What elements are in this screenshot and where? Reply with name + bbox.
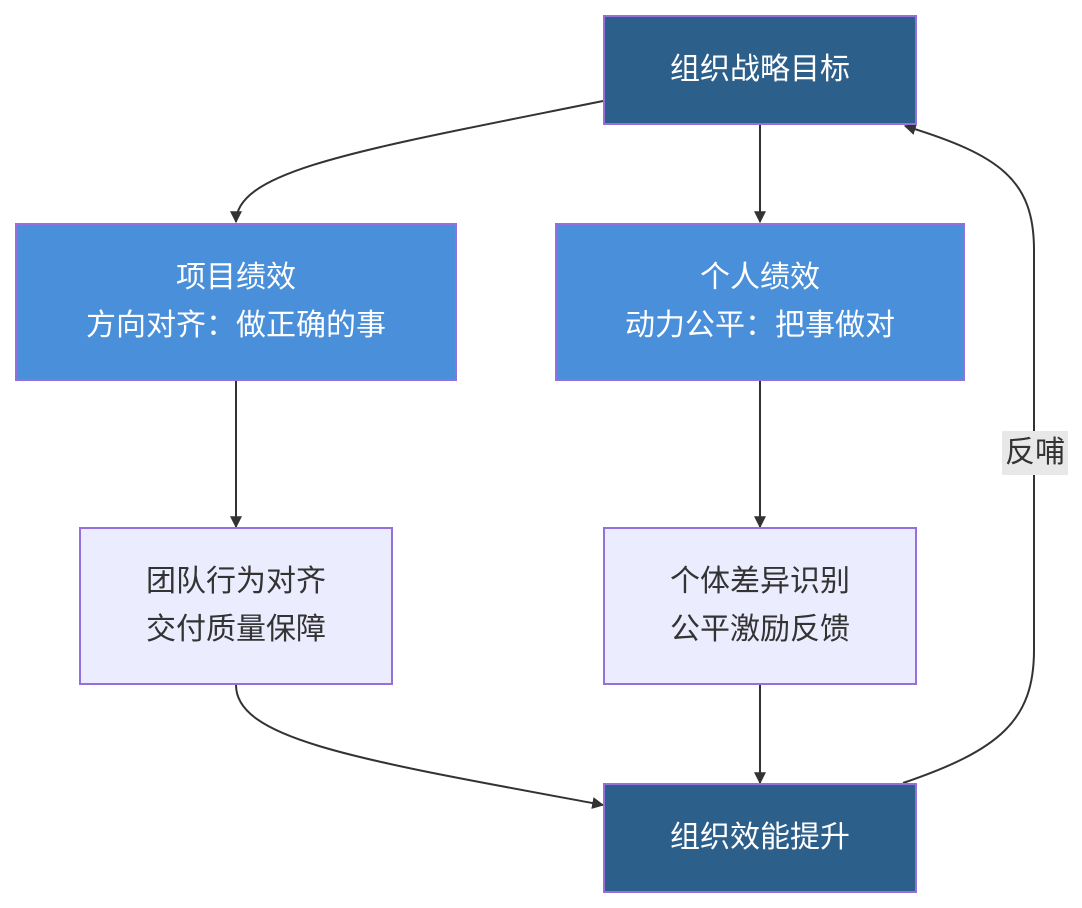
node-project-performance-desc: 方向对齐：做正确的事 [86, 308, 386, 343]
node-personal-performance: 个人绩效 动力公平：把事做对 [555, 223, 965, 381]
node-org-efficiency: 组织效能提升 [603, 783, 917, 893]
node-org-efficiency-text: 组织效能提升 [670, 820, 850, 855]
node-team-alignment: 团队行为对齐 交付质量保障 [79, 527, 393, 685]
node-personal-performance-title: 个人绩效 [700, 260, 820, 295]
edge-label-feedback: 反哺 [1002, 431, 1068, 475]
node-team-alignment-line1: 团队行为对齐 [146, 564, 326, 599]
node-individual-difference-line2: 公平激励反馈 [670, 612, 850, 647]
node-individual-difference-line1: 个体差异识别 [670, 564, 850, 599]
node-personal-performance-desc: 动力公平：把事做对 [625, 308, 895, 343]
node-project-performance: 项目绩效 方向对齐：做正确的事 [15, 223, 457, 381]
edge-goal-to-project [230, 100, 604, 224]
node-org-strategic-goal-text: 组织战略目标 [670, 52, 850, 87]
edge-team-to-efficiency [235, 684, 605, 809]
node-team-alignment-line2: 交付质量保障 [146, 612, 326, 647]
node-org-strategic-goal: 组织战略目标 [603, 15, 917, 125]
node-individual-difference: 个体差异识别 公平激励反馈 [603, 527, 917, 685]
node-project-performance-title: 项目绩效 [176, 260, 296, 295]
